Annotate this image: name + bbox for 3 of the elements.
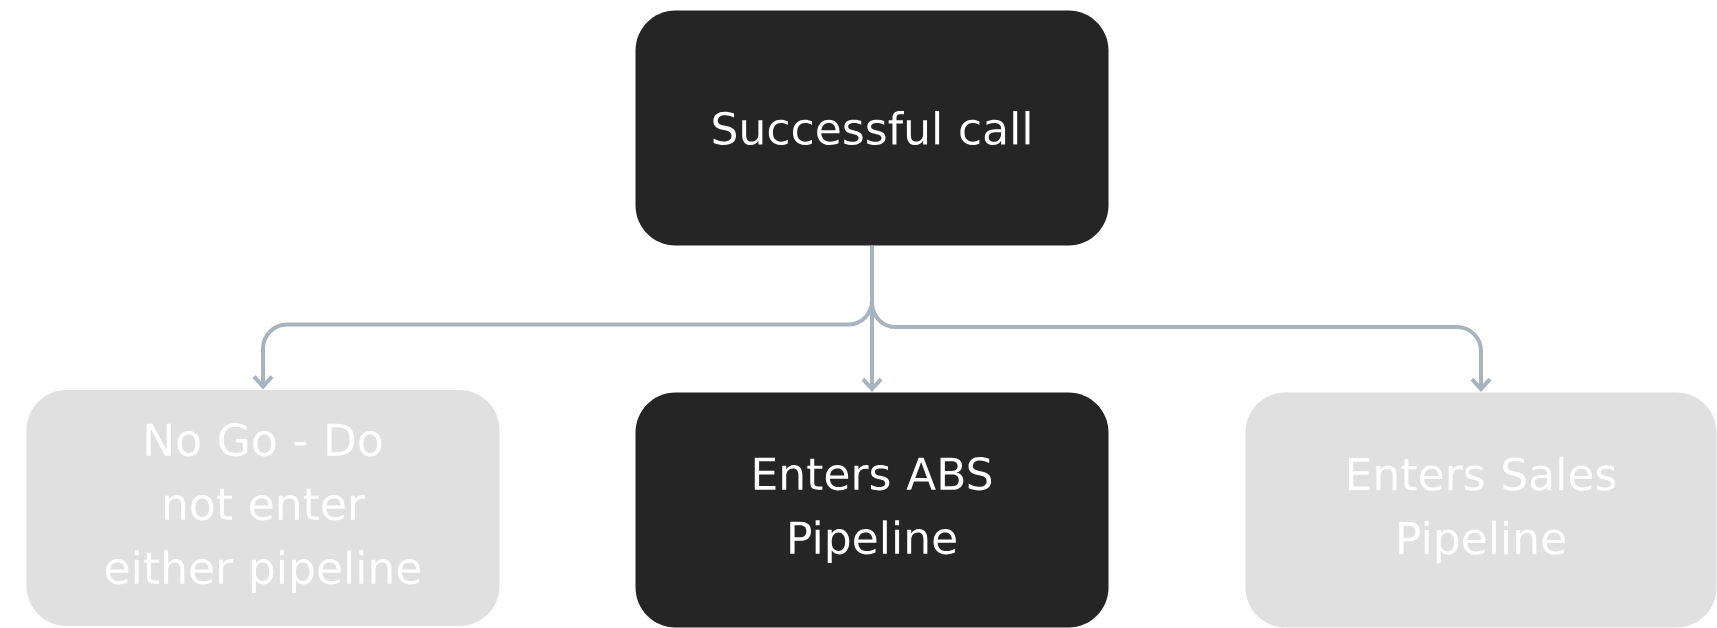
arrow [870,245,1492,393]
process-box: Successful call [635,10,1109,246]
process-box: Enters ABS Pipeline [635,392,1109,628]
